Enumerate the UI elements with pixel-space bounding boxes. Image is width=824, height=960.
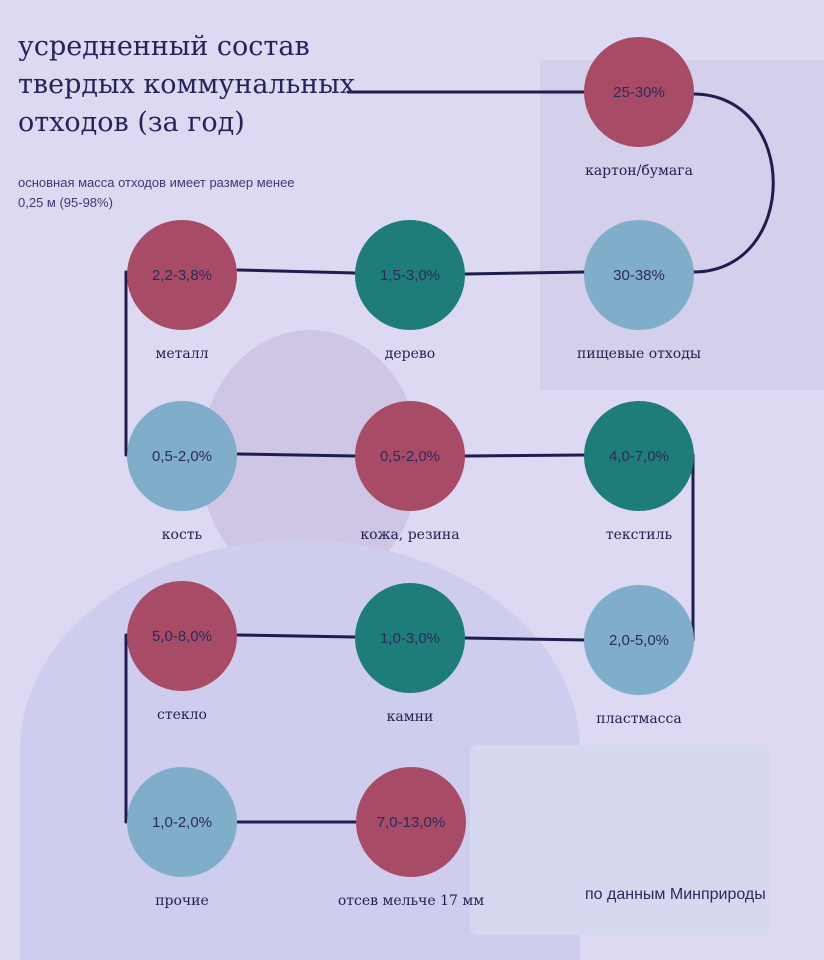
page-title: усредненный состав твердых коммунальных …	[18, 28, 355, 142]
value-circle: 1,0-3,0%	[355, 583, 465, 693]
value-circle: 0,5-2,0%	[355, 401, 465, 511]
waste-item: 1,0-2,0% прочие	[72, 767, 292, 909]
source-note: по данным Минприроды	[585, 886, 766, 903]
category-label: кость	[161, 527, 203, 543]
connector-stones-to-glass	[236, 633, 357, 639]
waste-item: 1,0-3,0% камни	[300, 583, 520, 725]
connector-paper-to-food	[691, 92, 775, 274]
category-label: картон/бумага	[585, 163, 693, 179]
category-label: кожа, резина	[360, 527, 460, 543]
title-line-3: отходов (за год)	[18, 107, 245, 138]
category-label: пищевые отходы	[577, 346, 701, 362]
waste-item: 0,5-2,0% кожа, резина	[300, 401, 520, 543]
title-line-1: усредненный состав	[18, 31, 310, 62]
value-circle: 1,5-3,0%	[355, 220, 465, 330]
category-label: текстиль	[605, 527, 673, 543]
value-circle: 2,2-3,8%	[127, 220, 237, 330]
value-circle: 25-30%	[584, 37, 694, 147]
category-label: прочие	[155, 893, 209, 909]
value-circle: 4,0-7,0%	[584, 401, 694, 511]
category-label: дерево	[384, 346, 436, 362]
connector-food-to-wood	[463, 270, 587, 276]
category-label: камни	[386, 709, 434, 725]
waste-item: 1,5-3,0% дерево	[300, 220, 520, 362]
waste-item: 30-38% пищевые отходы	[529, 220, 749, 362]
connector-wood-to-metal	[236, 268, 357, 275]
waste-item: 2,0-5,0% пластмасса	[529, 585, 749, 727]
connector-leather-to-textile	[463, 453, 587, 458]
waste-item: 4,0-7,0% текстиль	[529, 401, 749, 543]
value-circle: 7,0-13,0%	[356, 767, 466, 877]
category-label: отсев мельче 17 мм	[337, 893, 485, 909]
category-label: пластмасса	[596, 711, 682, 727]
connector-bone-to-leather	[236, 452, 357, 458]
value-circle: 2,0-5,0%	[584, 585, 694, 695]
waste-item: 7,0-13,0% отсев мельче 17 мм	[301, 767, 521, 909]
value-circle: 5,0-8,0%	[127, 581, 237, 691]
value-circle: 30-38%	[584, 220, 694, 330]
connector-lines	[124, 90, 775, 824]
title-line-2: твердых коммунальных	[18, 69, 355, 100]
subtitle: основная масса отходов имеет размер мене…	[18, 175, 295, 210]
waste-item: 5,0-8,0% стекло	[72, 581, 292, 723]
waste-item: 2,2-3,8% металл	[72, 220, 292, 362]
category-label: стекло	[157, 707, 207, 723]
category-label: металл	[155, 346, 209, 362]
waste-item: 0,5-2,0% кость	[72, 401, 292, 543]
waste-item: 25-30% картон/бумага	[529, 37, 749, 179]
value-circle: 0,5-2,0%	[127, 401, 237, 511]
connector-plastic-to-stones	[463, 636, 587, 642]
value-circle: 1,0-2,0%	[127, 767, 237, 877]
